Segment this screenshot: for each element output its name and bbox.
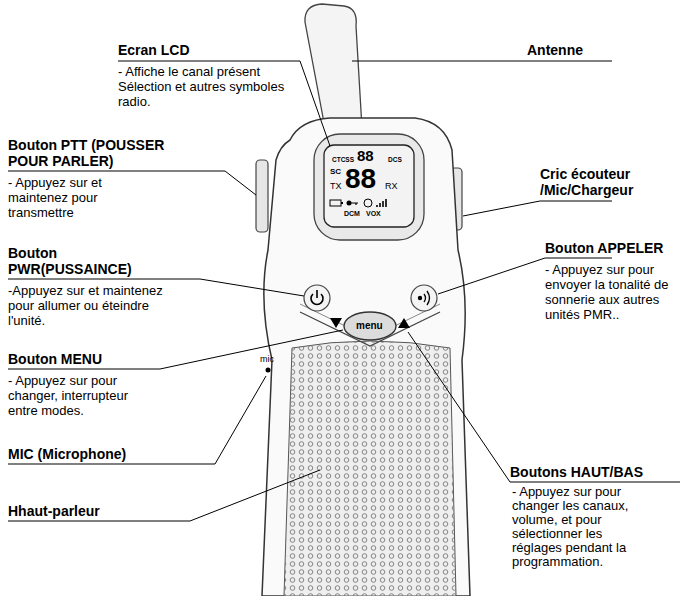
leader-line (8, 330, 343, 369)
radio-body (262, 118, 470, 596)
callout-title: Ecran LCD (118, 43, 190, 58)
call-symbol-waves (424, 291, 430, 305)
lcd-indicator: DCS (388, 156, 402, 164)
callout-title: MIC (Microphone) (8, 447, 126, 462)
key-icon-shaft (351, 203, 358, 205)
callout-description: - Appuyez sur pour envoyer la tonalité d… (545, 262, 678, 322)
callout-description: - Appuyez sur pour changer, interrupteur… (8, 373, 158, 418)
callout-title: Bouton PTT (POUSSER POUR PARLER) (8, 137, 188, 169)
lcd-indicator: VOX (366, 210, 381, 218)
lcd-digits: 88 (345, 164, 376, 194)
menu-button (344, 312, 396, 340)
mic-hole (266, 368, 271, 373)
signal-bars (377, 199, 386, 207)
callout-title: Hhaut-parleur (8, 504, 100, 519)
leader-line (352, 61, 612, 62)
scan-icon (364, 199, 372, 207)
lcd-indicator: TX (330, 181, 342, 191)
battery-icon-tip (341, 202, 343, 204)
lcd-indicator: DCM (344, 210, 360, 218)
callout-description: - Appuyez sur et maintenez pour transmet… (8, 175, 153, 220)
leader-line (408, 332, 680, 482)
key-icon (347, 201, 352, 206)
battery-icon (330, 200, 341, 206)
mic-label: mic (260, 354, 274, 364)
lcd-screen (324, 145, 414, 227)
call-button (411, 285, 437, 311)
leader-line (118, 61, 330, 146)
leader-line (8, 470, 320, 521)
callout-title: Bouton APPELER (545, 241, 663, 256)
ptt-side-button (256, 160, 268, 232)
speaker-grille (280, 330, 460, 596)
leader-line (463, 201, 612, 216)
lcd-indicator: RX (385, 181, 398, 191)
leader-lines (8, 61, 680, 521)
lcd-bezel (314, 134, 424, 240)
power-button (304, 285, 330, 311)
callout-title: Bouton PWR(PUSSAINCE) (8, 245, 158, 277)
callout-description: - Affiche le canal présent Sélection et … (118, 64, 296, 109)
down-arrow (330, 318, 342, 328)
power-symbol (311, 290, 323, 304)
button-label: menu (356, 320, 383, 332)
callout-description: -Appuyez sur et maintenez pour allumer o… (8, 283, 163, 328)
antenna (305, 4, 362, 128)
call-symbol (418, 296, 422, 300)
lcd-digits: 88 (357, 148, 374, 164)
lcd-indicator: SC (330, 167, 341, 176)
callout-title: Bouton MENU (8, 352, 102, 367)
up-arrow (398, 318, 410, 328)
callout-title: Antenne (527, 43, 583, 58)
lcd-indicator: CTCSS (332, 156, 354, 164)
keypad-chevron (300, 312, 440, 346)
callout-description: - Appuyez sur pour changer les canaux, v… (512, 485, 652, 569)
callout-title: Boutons HAUT/BAS (510, 465, 643, 480)
callout-title: Cric écouteur /Mic/Chargeur (540, 166, 665, 198)
